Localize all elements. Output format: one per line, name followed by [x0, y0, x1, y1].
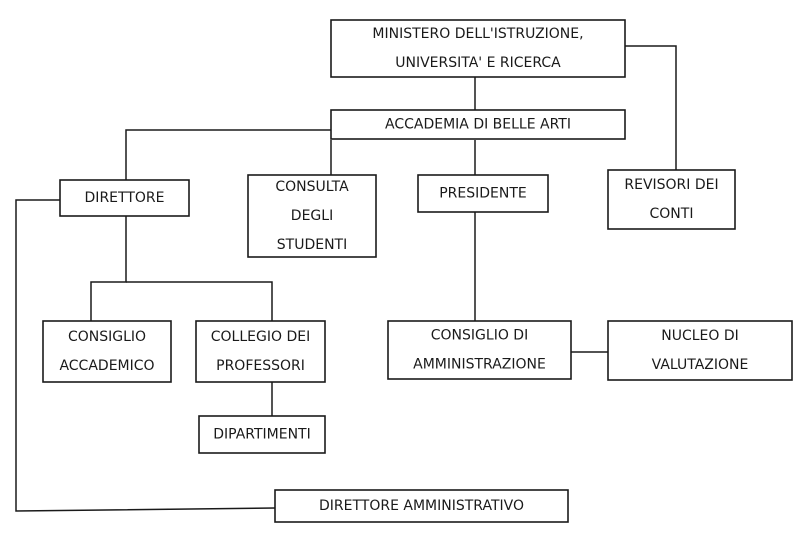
box-presidente: PRESIDENTE — [417, 174, 549, 213]
box-accademia-label: ACCADEMIA DI BELLE ARTI — [385, 117, 571, 133]
box-dipartimenti-label: DIPARTIMENTI — [213, 427, 311, 443]
box-presidente-label: PRESIDENTE — [439, 186, 527, 202]
box-direttore: DIRETTORE — [59, 179, 190, 217]
box-accademia: ACCADEMIA DI BELLE ARTI — [330, 109, 626, 140]
box-nucleo-label: NUCLEO DI — [661, 328, 739, 344]
box-nucleo-frame — [607, 320, 793, 381]
box-consiglio-amministrazione-frame — [387, 320, 572, 380]
box-accademia-frame — [330, 109, 626, 140]
box-collegio-label: COLLEGIO DEI — [211, 329, 310, 345]
box-consiglio-amministrazione: CONSIGLIO DI AMMINISTRAZIONE — [387, 320, 572, 380]
box-dipartimenti: DIPARTIMENTI — [198, 415, 326, 454]
box-direttore-amministrativo-label: DIRETTORE AMMINISTRATIVO — [319, 498, 524, 514]
box-direttore-amministrativo-frame — [274, 489, 569, 523]
box-direttore-amministrativo: DIRETTORE AMMINISTRATIVO — [274, 489, 569, 523]
box-presidente-frame — [417, 174, 549, 213]
box-consiglio-amministrazione-label: CONSIGLIO DI — [431, 328, 528, 344]
box-ministero: MINISTERO DELL'ISTRUZIONE, UNIVERSITA' E … — [330, 19, 626, 78]
box-ministero-label: MINISTERO DELL'ISTRUZIONE, — [372, 26, 583, 42]
box-dipartimenti-frame — [198, 415, 326, 454]
box-consiglio-accademico: CONSIGLIO ACCADEMICO — [42, 320, 172, 383]
box-consulta-label: CONSULTA — [275, 179, 349, 195]
box-collegio-frame — [195, 320, 326, 383]
connector-ministero-to-revisori — [625, 45, 677, 170]
box-nucleo: NUCLEO DI VALUTAZIONE — [607, 320, 793, 381]
connector-layer — [15, 45, 677, 512]
box-direttore-label: DIRETTORE — [85, 190, 165, 206]
connector-accademia-to-direttore — [125, 129, 331, 180]
box-revisori-label: CONTI — [650, 206, 694, 222]
box-consulta-frame — [247, 174, 377, 258]
box-consiglio-accademico-label: ACCADEMICO — [59, 358, 154, 374]
box-consulta-label: STUDENTI — [277, 237, 347, 253]
box-consiglio-amministrazione-label: AMMINISTRAZIONE — [413, 357, 546, 373]
box-layer: MINISTERO DELL'ISTRUZIONE, UNIVERSITA' E … — [42, 19, 793, 523]
box-revisori-label: REVISORI DEI — [624, 177, 718, 193]
box-consiglio-accademico-label: CONSIGLIO — [68, 329, 146, 345]
box-ministero-label: UNIVERSITA' E RICERCA — [395, 55, 561, 71]
box-consiglio-accademico-frame — [42, 320, 172, 383]
box-collegio: COLLEGIO DEI PROFESSORI — [195, 320, 326, 383]
box-nucleo-label: VALUTAZIONE — [652, 357, 749, 373]
box-consulta: CONSULTA DEGLI STUDENTI — [247, 174, 377, 258]
box-ministero-frame — [330, 19, 626, 78]
connector-direttore-to-consiglio-accademico — [90, 216, 127, 321]
connector-direttore-to-collegio — [126, 281, 273, 321]
box-consulta-label: DEGLI — [291, 208, 333, 224]
box-collegio-label: PROFESSORI — [216, 358, 305, 374]
box-revisori-frame — [607, 169, 736, 230]
connector-direttore-to-direttore-amministrativo — [15, 199, 276, 512]
box-revisori: REVISORI DEI CONTI — [607, 169, 736, 230]
box-direttore-frame — [59, 179, 190, 217]
